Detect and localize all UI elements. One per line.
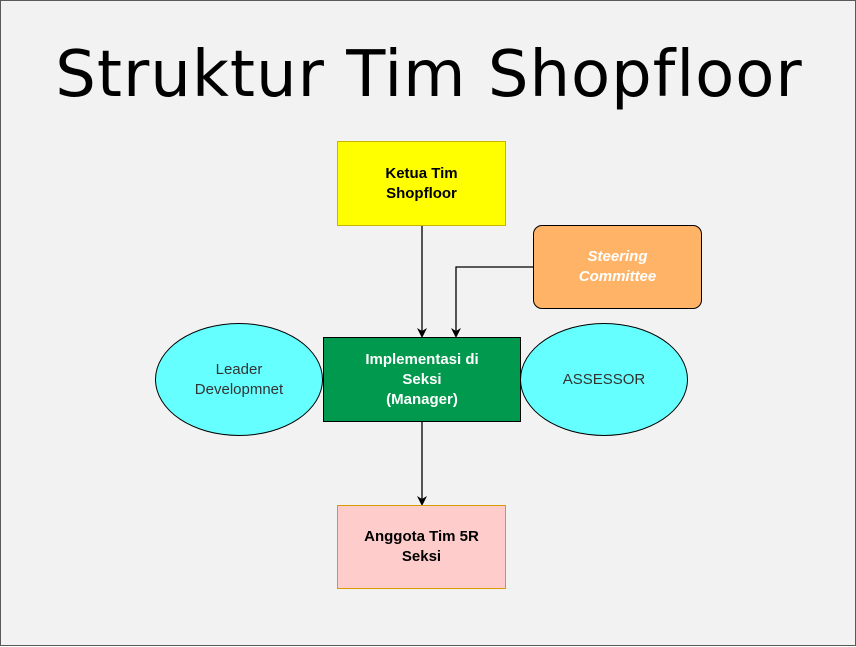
node-assessor: ASSESSOR xyxy=(520,323,688,436)
node-ketua-tim-shopfloor: Ketua Tim Shopfloor xyxy=(337,141,506,226)
node-steering-committee: Steering Committee xyxy=(533,225,702,309)
node-anggota-tim-5r-seksi: Anggota Tim 5R Seksi xyxy=(337,505,506,589)
edge-steering-to-implementasi xyxy=(451,266,533,338)
node-implementasi-di-seksi: Implementasi di Seksi (Manager) xyxy=(323,337,521,422)
diagram-title: Struktur Tim Shopfloor xyxy=(55,38,803,112)
node-leader-development: Leader Developmnet xyxy=(155,323,323,436)
